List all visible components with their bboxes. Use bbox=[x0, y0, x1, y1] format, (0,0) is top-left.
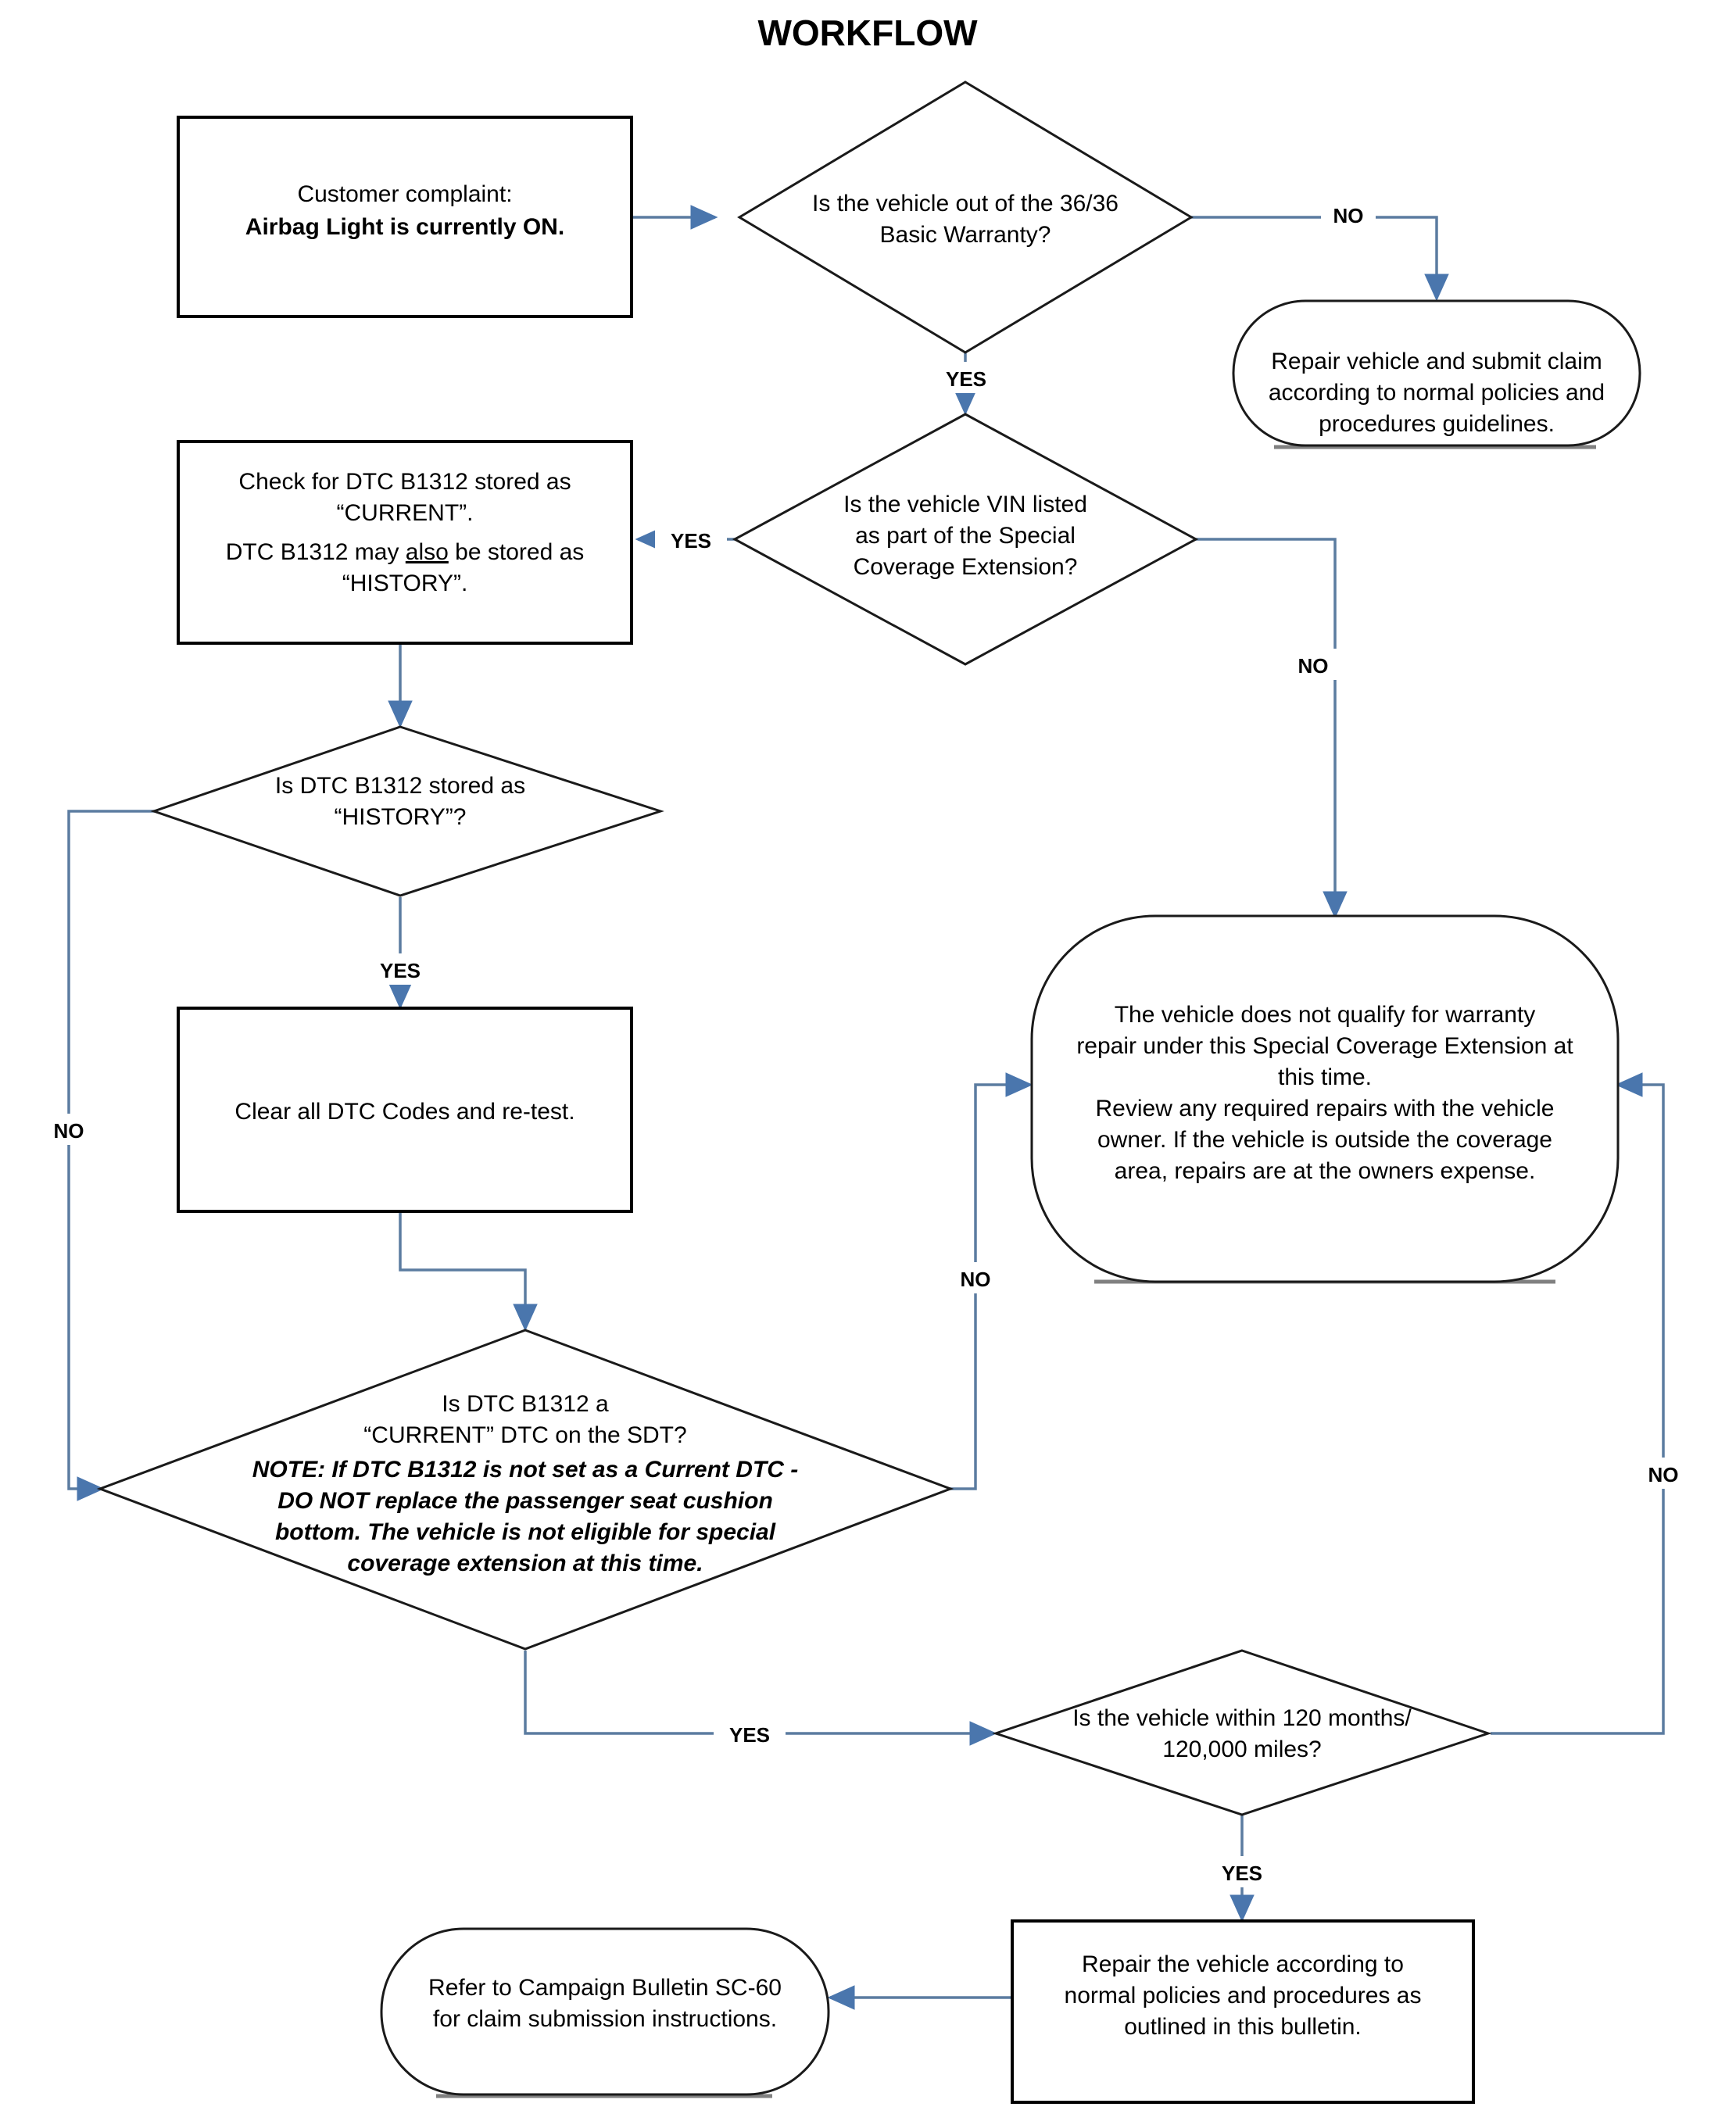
node-terminator-refer-campaign: Refer to Campaign Bulletin SC-60 for cla… bbox=[380, 1927, 830, 2098]
dtc-current-line1: Is DTC B1312 a bbox=[442, 1391, 609, 1417]
not-qualify-line2: repair under this Special Coverage Exten… bbox=[1076, 1033, 1573, 1059]
vin-listed-line3: Coverage Extension? bbox=[854, 554, 1078, 580]
not-qualify-line6: area, repairs are at the owners expense. bbox=[1115, 1158, 1536, 1184]
edge-vin-no bbox=[1194, 538, 1348, 919]
dtc-current-note-line2: DO NOT replace the passenger seat cushio… bbox=[277, 1488, 773, 1514]
edge-current-yes bbox=[524, 1651, 997, 1746]
refer-campaign-line2: for claim submission instructions. bbox=[433, 2006, 777, 2032]
edge-label-within-yes: YES bbox=[1206, 1856, 1278, 1887]
edge-label-warranty-yes: YES bbox=[930, 362, 1002, 393]
not-qualify-line3: this time. bbox=[1278, 1064, 1372, 1090]
edge-label-history-no: NO bbox=[41, 1114, 96, 1145]
check-dtc-line3-pre: DTC B1312 may bbox=[226, 539, 406, 565]
clear-dtc-line1: Clear all DTC Codes and re-test. bbox=[234, 1099, 574, 1125]
edge-label-current-yes: YES bbox=[714, 1718, 786, 1749]
edge-label-history-yes: YES bbox=[364, 953, 436, 985]
dtc-current-note-line4: coverage extension at this time. bbox=[347, 1551, 703, 1576]
node-terminator-repair-normal: Repair vehicle and submit claim accordin… bbox=[1232, 299, 1641, 449]
check-dtc-line4: “HISTORY”. bbox=[342, 571, 468, 596]
customer-complaint-line2: Airbag Light is currently ON. bbox=[245, 214, 564, 240]
not-qualify-line5: owner. If the vehicle is outside the cov… bbox=[1097, 1127, 1552, 1153]
not-qualify-line4: Review any required repairs with the veh… bbox=[1096, 1096, 1555, 1121]
label-history-yes: YES bbox=[380, 959, 421, 982]
dtc-history-line1: Is DTC B1312 stored as bbox=[275, 773, 525, 799]
label-within-yes: YES bbox=[1222, 1862, 1262, 1885]
vin-listed-line2: as part of the Special bbox=[855, 523, 1076, 549]
page-title: WORKFLOW bbox=[757, 13, 978, 53]
repair-bulletin-line3: outlined in this bulletin. bbox=[1124, 2014, 1362, 2040]
edge-clear-to-current bbox=[399, 1210, 538, 1332]
edge-label-vin-no: NO bbox=[1286, 649, 1340, 680]
edge-label-current-no: NO bbox=[948, 1262, 1003, 1293]
repair-normal-line2: according to normal policies and bbox=[1269, 380, 1605, 406]
check-dtc-line1: Check for DTC B1312 stored as bbox=[238, 469, 571, 495]
edge-label-warranty-no: NO bbox=[1321, 199, 1376, 230]
node-clear-dtc-codes: Clear all DTC Codes and re-test. bbox=[177, 1007, 633, 1213]
edge-label-within-no: NO bbox=[1636, 1458, 1691, 1489]
edge-within-no bbox=[1491, 1072, 1665, 1735]
edge-history-no bbox=[67, 810, 156, 1501]
node-decision-basic-warranty: Is the vehicle out of the 36/36 Basic Wa… bbox=[737, 80, 1194, 354]
node-decision-vin-listed: Is the vehicle VIN listed as part of the… bbox=[732, 413, 1199, 666]
repair-bulletin-line1: Repair the vehicle according to bbox=[1082, 1951, 1404, 1977]
basic-warranty-line1: Is the vehicle out of the 36/36 bbox=[812, 191, 1119, 216]
label-warranty-no: NO bbox=[1333, 204, 1364, 227]
dtc-history-line2: “HISTORY”? bbox=[335, 804, 467, 830]
check-dtc-line2: “CURRENT”. bbox=[337, 500, 474, 526]
edge-label-vin-yes: YES bbox=[655, 524, 727, 555]
check-dtc-line3-underlined: also bbox=[406, 539, 449, 565]
repair-normal-line3: procedures guidelines. bbox=[1319, 411, 1555, 437]
vin-listed-line1: Is the vehicle VIN listed bbox=[843, 492, 1087, 517]
node-decision-dtc-history: Is DTC B1312 stored as “HISTORY”? bbox=[150, 725, 664, 897]
label-current-no: NO bbox=[961, 1268, 991, 1291]
repair-bulletin-line2: normal policies and procedures as bbox=[1065, 1983, 1422, 2008]
node-decision-dtc-current: Is DTC B1312 a “CURRENT” DTC on the SDT?… bbox=[96, 1329, 954, 1651]
basic-warranty-line2: Basic Warranty? bbox=[880, 222, 1051, 248]
node-terminator-not-qualify: The vehicle does not qualify for warrant… bbox=[1030, 914, 1620, 1284]
node-repair-bulletin: Repair the vehicle according to normal p… bbox=[1011, 1919, 1475, 2104]
edge-warranty-no bbox=[1190, 216, 1449, 302]
dtc-current-note-line3: bottom. The vehicle is not eligible for … bbox=[275, 1519, 776, 1545]
within-120-line2: 120,000 miles? bbox=[1162, 1737, 1321, 1762]
customer-complaint-line1: Customer complaint: bbox=[297, 181, 512, 207]
within-120-line1: Is the vehicle within 120 months/ bbox=[1072, 1705, 1412, 1731]
node-decision-within-120: Is the vehicle within 120 months/ 120,00… bbox=[992, 1649, 1492, 1816]
not-qualify-line1: The vehicle does not qualify for warrant… bbox=[1115, 1002, 1536, 1028]
check-dtc-line3-post: be stored as bbox=[449, 539, 584, 565]
label-history-no: NO bbox=[54, 1119, 84, 1143]
repair-normal-line1: Repair vehicle and submit claim bbox=[1271, 349, 1602, 374]
label-warranty-yes: YES bbox=[946, 367, 986, 391]
label-vin-no: NO bbox=[1298, 654, 1329, 678]
dtc-current-line2: “CURRENT” DTC on the SDT? bbox=[363, 1422, 686, 1448]
node-customer-complaint: Customer complaint: Airbag Light is curr… bbox=[177, 116, 633, 318]
label-current-yes: YES bbox=[729, 1723, 770, 1747]
label-vin-yes: YES bbox=[671, 529, 711, 553]
dtc-current-note-line1: NOTE: If DTC B1312 is not set as a Curre… bbox=[252, 1457, 798, 1483]
check-dtc-line3: DTC B1312 may also be stored as bbox=[226, 539, 585, 565]
refer-campaign-line1: Refer to Campaign Bulletin SC-60 bbox=[428, 1975, 782, 2001]
node-check-dtc: Check for DTC B1312 stored as “CURRENT”.… bbox=[177, 440, 633, 645]
label-within-no: NO bbox=[1648, 1463, 1679, 1486]
